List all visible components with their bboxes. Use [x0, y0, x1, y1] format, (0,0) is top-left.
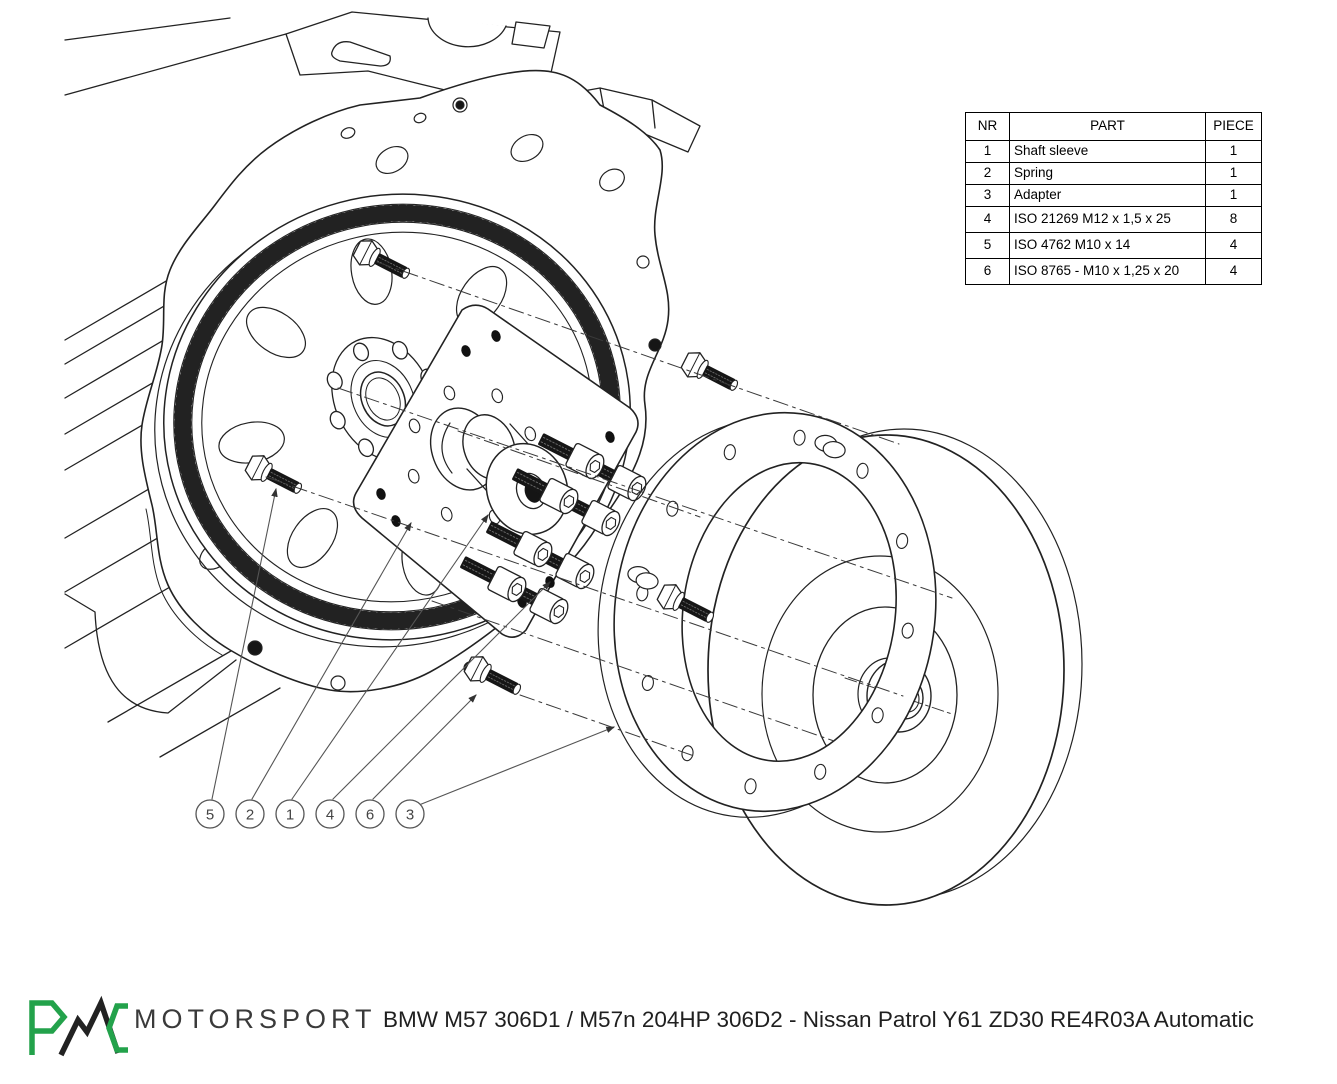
svg-text:1: 1 [286, 806, 294, 823]
table-cell-nr: 1 [965, 140, 1010, 163]
table-cell-nr: 2 [965, 162, 1010, 185]
svg-text:5: 5 [206, 806, 214, 823]
flange-rim-holes [627, 429, 914, 795]
pmc-logo-icon [29, 995, 128, 1057]
center-lines [265, 261, 953, 758]
table-row: 5 ISO 4762 M10 x 14 4 [965, 232, 1262, 259]
spring-part [441, 422, 453, 474]
table-row: 2 Spring 1 [965, 162, 1262, 185]
table-cell-part: ISO 8765 - M10 x 1,25 x 20 [1009, 258, 1206, 285]
table-cell-nr: 3 [965, 184, 1010, 207]
table-cell-piece: 8 [1205, 206, 1262, 233]
callout-5: 5 [195, 799, 225, 829]
svg-text:2: 2 [246, 806, 254, 823]
converter-adapter-flange [597, 411, 937, 818]
table-header-row: NR PART PIECE [965, 112, 1262, 141]
callout-6: 6 [355, 799, 385, 829]
callout-balloons: 5 2 1 4 6 3 [195, 799, 425, 829]
table-cell-part: Spring [1009, 162, 1206, 185]
adapter-plate-bolt-circle [407, 385, 537, 525]
svg-text:3: 3 [406, 806, 414, 823]
leader-lines [211, 487, 616, 806]
column-header-part: PART [1009, 112, 1206, 141]
table-cell-piece: 1 [1205, 184, 1262, 207]
table-cell-piece: 4 [1205, 232, 1262, 259]
column-header-nr: NR [965, 112, 1010, 141]
table-cell-piece: 4 [1205, 258, 1262, 285]
table-cell-nr: 4 [965, 206, 1010, 233]
column-header-piece: PIECE [1205, 112, 1262, 141]
svg-text:6: 6 [366, 806, 374, 823]
svg-text:4: 4 [326, 806, 334, 823]
parts-list-table: NR PART PIECE 1 Shaft sleeve 1 2 Spring … [965, 112, 1262, 285]
table-cell-part: ISO 4762 M10 x 14 [1009, 232, 1206, 259]
table-cell-part: ISO 21269 M12 x 1,5 x 25 [1009, 206, 1206, 233]
brand-name: MOTORSPORT [134, 1004, 377, 1034]
table-row: 1 Shaft sleeve 1 [965, 140, 1262, 163]
table-cell-piece: 1 [1205, 140, 1262, 163]
callout-1: 1 [275, 799, 305, 829]
callout-3: 3 [395, 799, 425, 829]
callout-4: 4 [315, 799, 345, 829]
table-cell-nr: 6 [965, 258, 1010, 285]
table-cell-part: Shaft sleeve [1009, 140, 1206, 163]
drawing-title: BMW M57 306D1 / M57n 204HP 306D2 - Nissa… [383, 1007, 1254, 1032]
table-row: 6 ISO 8765 - M10 x 1,25 x 20 4 [965, 258, 1262, 285]
table-cell-piece: 1 [1205, 162, 1262, 185]
table-row: 4 ISO 21269 M12 x 1,5 x 25 8 [965, 206, 1262, 233]
table-cell-nr: 5 [965, 232, 1010, 259]
table-cell-part: Adapter [1009, 184, 1206, 207]
table-row: 3 Adapter 1 [965, 184, 1262, 207]
callout-2: 2 [235, 799, 265, 829]
